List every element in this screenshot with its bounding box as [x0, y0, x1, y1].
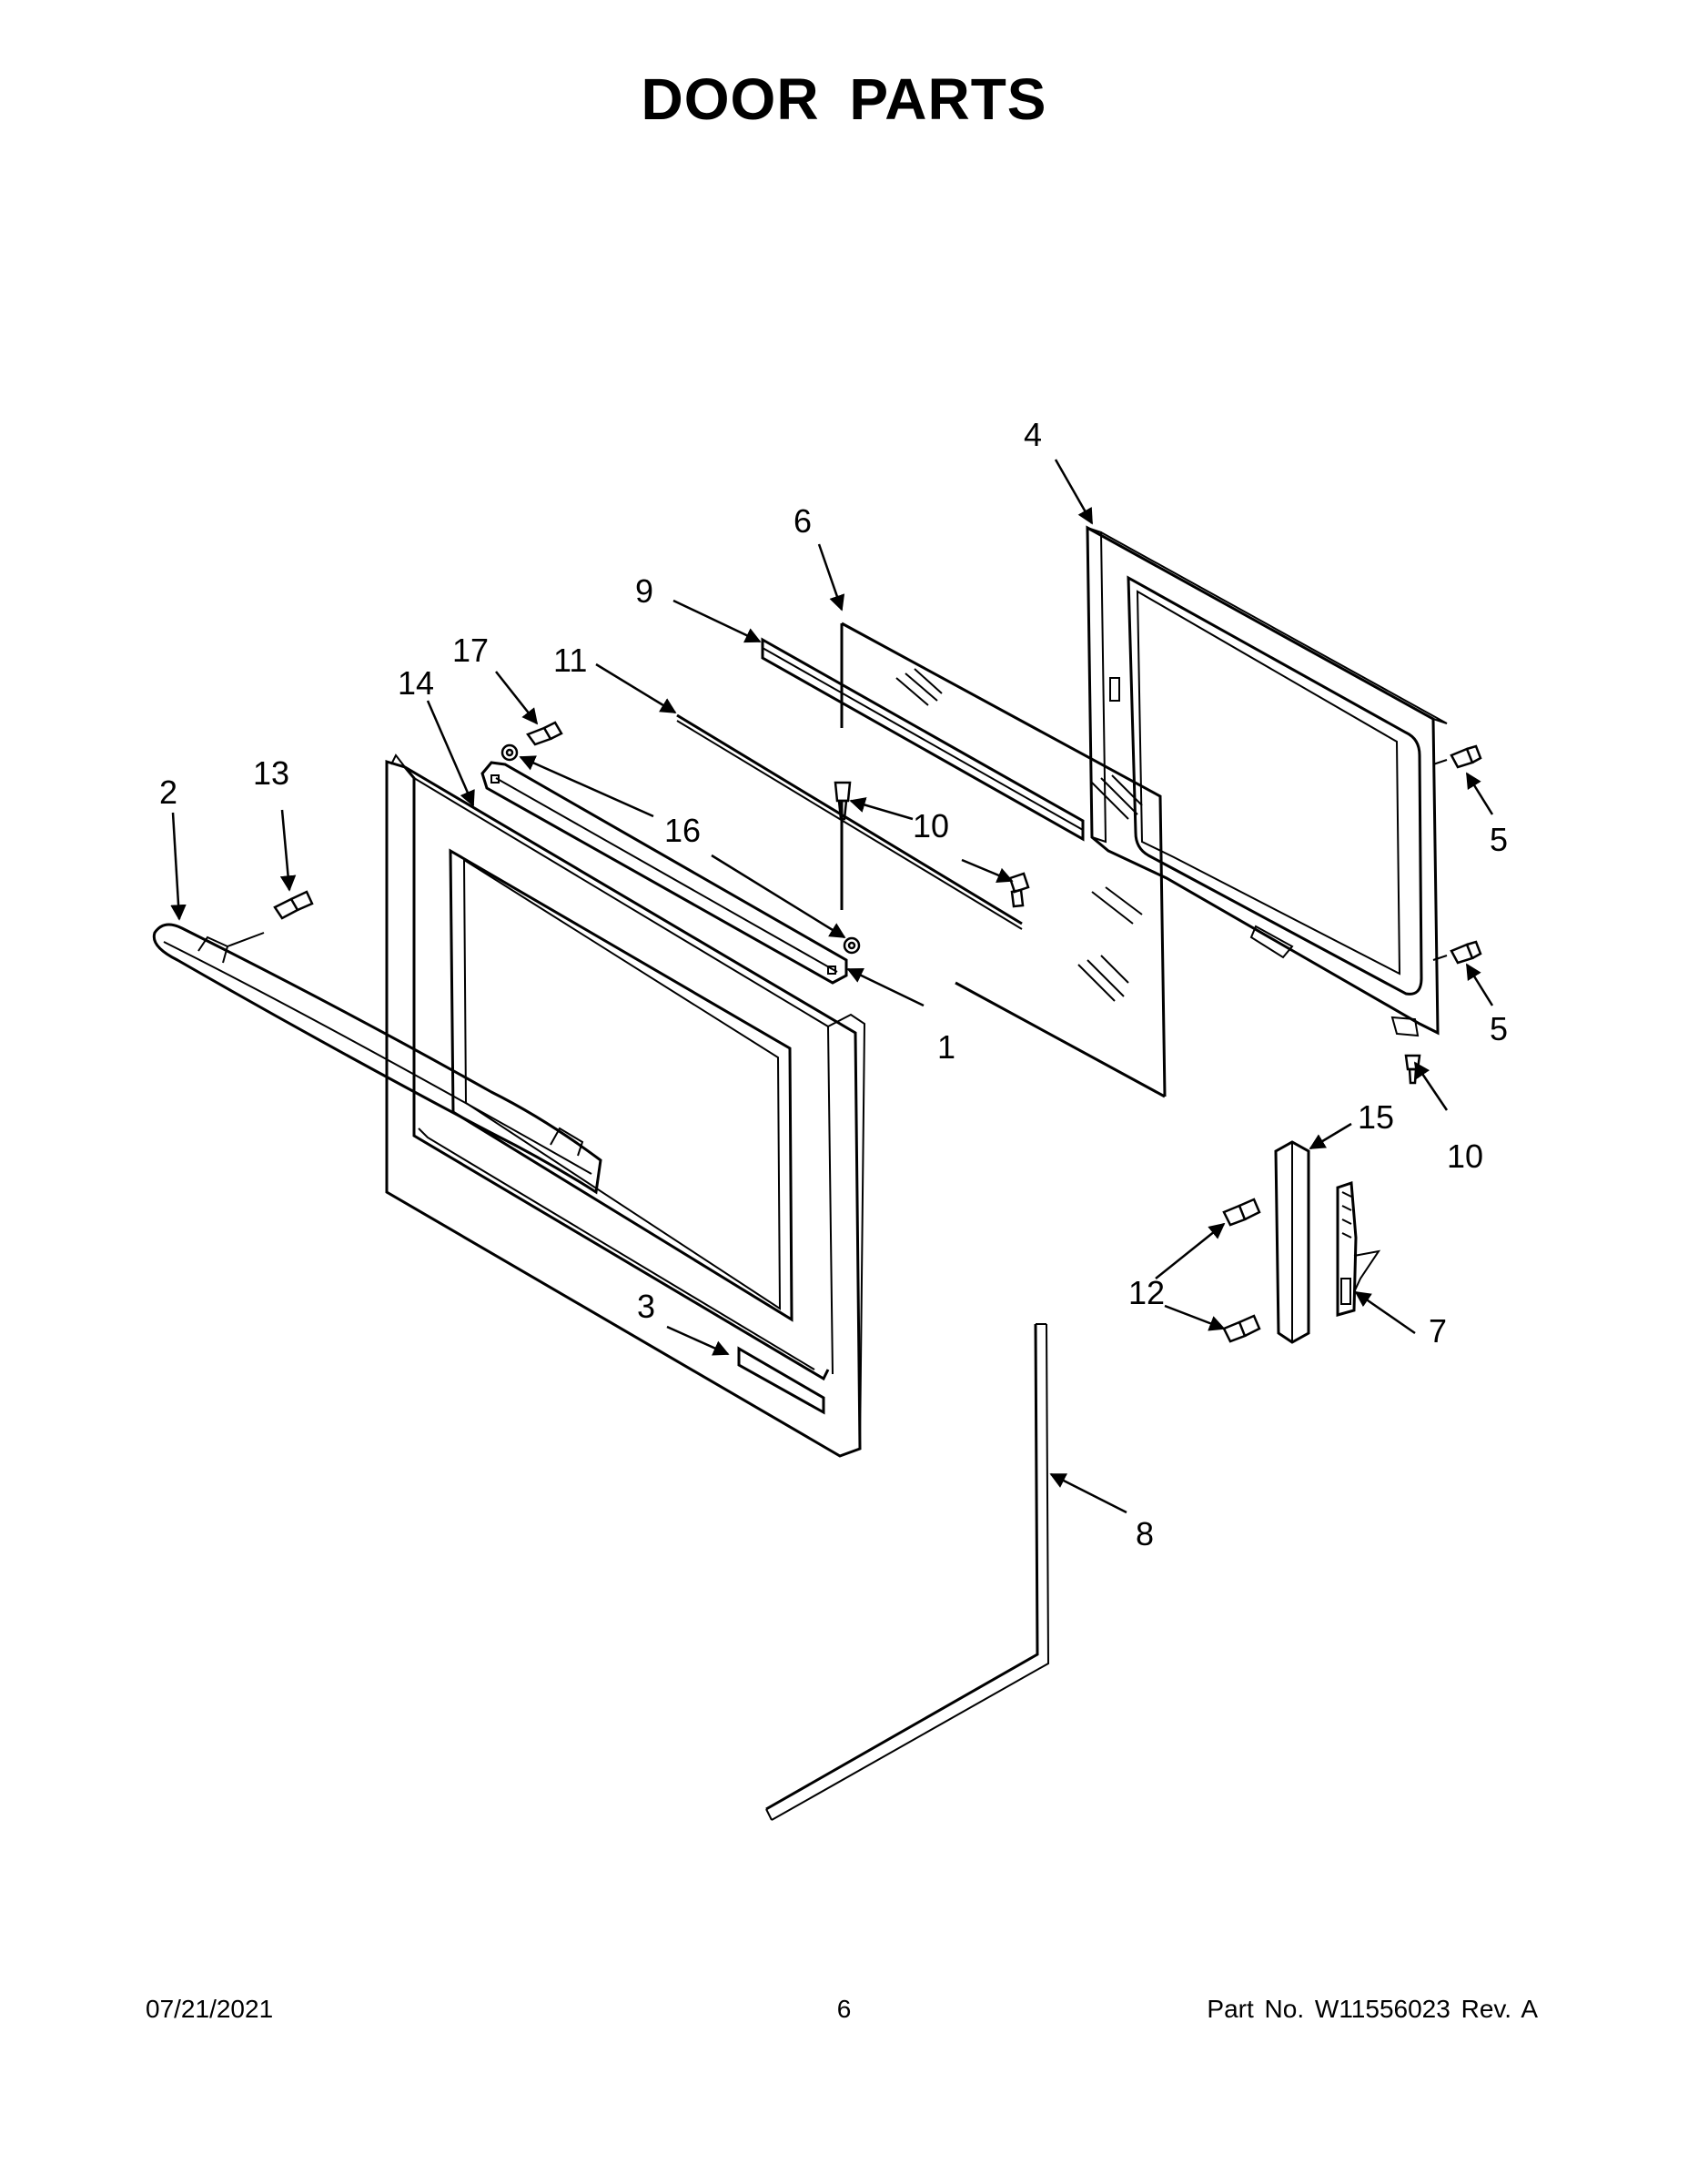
callout-8: 8 — [1136, 1515, 1154, 1552]
door-handle — [152, 923, 602, 1195]
callout-16: 16 — [664, 812, 701, 849]
inner-door-liner — [1086, 525, 1448, 1037]
callout-labels: 1 2 3 4 5 5 6 7 8 9 10 10 10 11 12 13 14… — [159, 416, 1508, 1552]
inner-door-glass — [840, 622, 1167, 1098]
callout-3: 3 — [637, 1288, 655, 1325]
hinge-receptacle — [1274, 1140, 1310, 1344]
callout-2: 2 — [159, 774, 177, 811]
callout-1: 1 — [937, 1028, 955, 1066]
door-gasket — [765, 1323, 1050, 1821]
callout-10-upper: 10 — [913, 807, 949, 844]
door-channel-bracket — [480, 761, 848, 985]
callout-15: 15 — [1358, 1098, 1394, 1136]
callout-5-lower: 5 — [1490, 1010, 1508, 1047]
callout-14: 14 — [398, 664, 434, 702]
callout-5-upper: 5 — [1490, 821, 1508, 858]
glass-support-rod — [676, 713, 1023, 930]
callout-13: 13 — [253, 754, 289, 792]
page-title: DOOR PARTS — [641, 66, 1047, 132]
leader-lines — [170, 459, 1494, 1514]
screw-hardware — [273, 721, 1482, 1343]
footer-page-number: 6 — [836, 1995, 852, 2023]
callout-17: 17 — [452, 632, 489, 669]
callout-9: 9 — [635, 572, 653, 610]
glass-retainer-channel — [761, 637, 1085, 842]
outer-door-panel — [385, 753, 866, 1458]
callout-11: 11 — [553, 642, 587, 679]
callout-10-lower: 10 — [1447, 1138, 1483, 1175]
door-badge — [737, 1346, 825, 1415]
door-hinge — [1336, 1180, 1381, 1317]
footer-date: 07/21/2021 — [146, 1995, 274, 2023]
callout-4: 4 — [1024, 416, 1042, 453]
callout-7: 7 — [1429, 1312, 1447, 1350]
callout-6: 6 — [793, 502, 812, 540]
callout-12: 12 — [1128, 1274, 1165, 1311]
footer-part-number: Part No. W11556023 Rev. A — [1207, 1995, 1538, 2023]
